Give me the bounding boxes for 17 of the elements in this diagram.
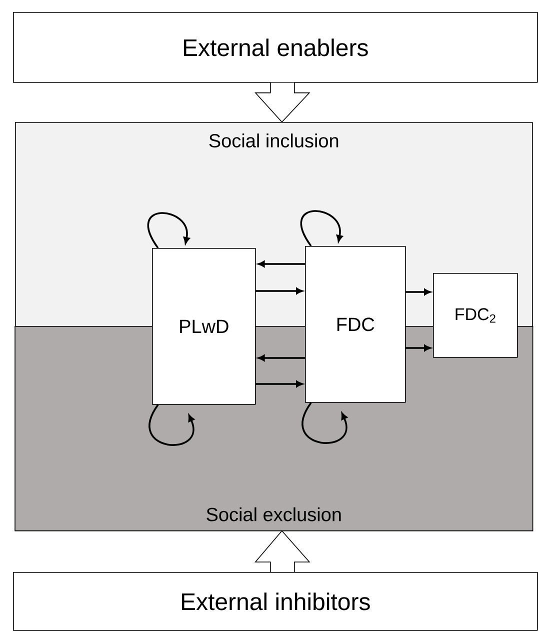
arrow — [406, 344, 431, 352]
arrow — [256, 288, 303, 294]
block-arrow — [254, 82, 310, 123]
arrow — [258, 260, 305, 268]
arrow — [406, 288, 431, 296]
actor-box: PLwD — [152, 248, 256, 405]
actor-box: FDC — [305, 246, 406, 403]
arrow — [258, 354, 305, 362]
factor-box: External enablers — [13, 12, 538, 83]
loop-arrow — [302, 402, 348, 444]
arrow — [256, 380, 303, 388]
actor-box: FDC$_{2}$ — [433, 273, 518, 358]
factor-box: External inhibitors — [13, 572, 538, 631]
loop-arrow — [148, 212, 190, 248]
loop-arrow — [300, 210, 343, 246]
block-arrow — [254, 530, 310, 572]
loop-arrow — [148, 404, 194, 446]
